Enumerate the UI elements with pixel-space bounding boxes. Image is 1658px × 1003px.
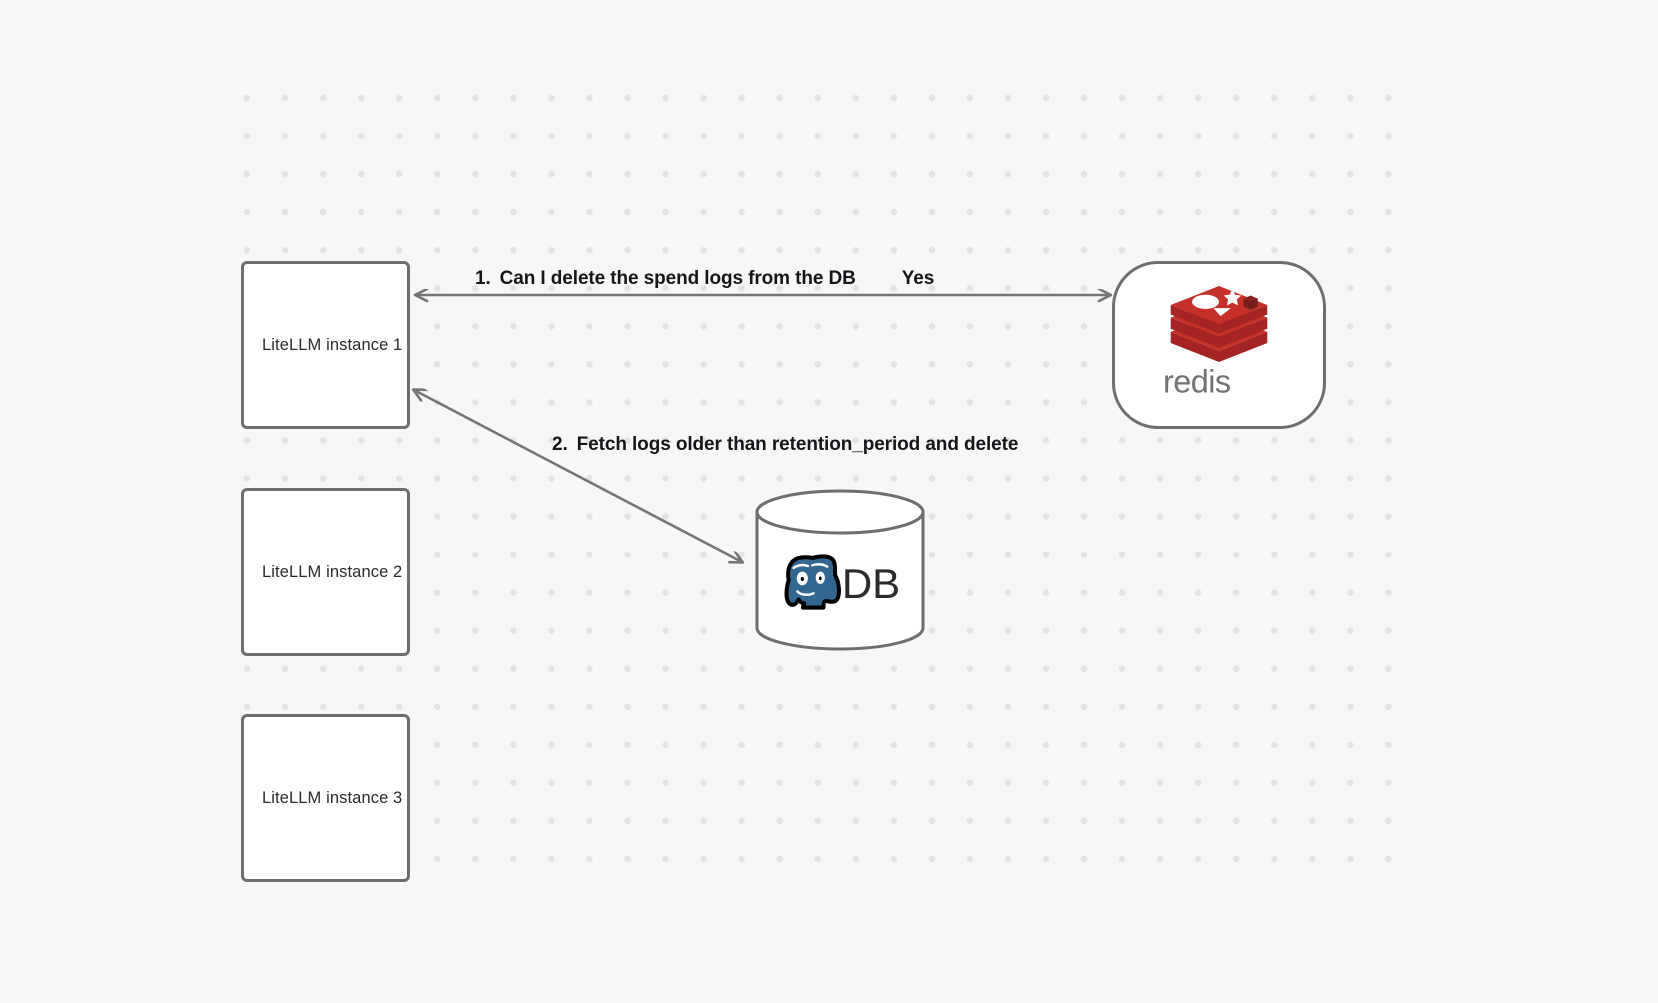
node-database[interactable]: DB xyxy=(754,489,926,651)
db-label: DB xyxy=(841,560,901,607)
edge-label-2-number: 2. xyxy=(552,434,568,455)
edge-label-2-text: Fetch logs older than retention_period a… xyxy=(576,434,1019,455)
postgresql-elephant-icon xyxy=(784,554,841,610)
node-litellm-instance-1-label: LiteLLM instance 1 xyxy=(262,335,403,354)
edge-label-1: 1. Can I delete the spend logs from the D… xyxy=(475,268,934,290)
svg-text:redis: redis xyxy=(1163,364,1231,400)
node-litellm-instance-2-label: LiteLLM instance 2 xyxy=(262,562,403,581)
edge-label-1-number: 1. xyxy=(475,268,491,289)
cylinder-shape-icon xyxy=(755,489,925,651)
edge-label-1-answer: Yes xyxy=(901,268,935,289)
redis-logo: redis xyxy=(1163,286,1275,400)
redis-wordmark: redis xyxy=(1163,364,1231,400)
node-litellm-instance-3-label: LiteLLM instance 3 xyxy=(262,788,403,807)
db-logo-row: DB xyxy=(754,489,926,651)
redis-stack-icon xyxy=(1170,286,1268,362)
edge-label-2: 2. Fetch logs older than retention_period… xyxy=(552,434,1018,456)
edge-litellm1-db xyxy=(414,390,742,562)
node-litellm-instance-3[interactable]: LiteLLM instance 3 xyxy=(241,714,410,882)
node-redis[interactable]: redis xyxy=(1112,261,1326,429)
node-litellm-instance-1[interactable]: LiteLLM instance 1 xyxy=(241,261,410,429)
edge-label-1-text: Can I delete the spend logs from the DB xyxy=(499,268,856,289)
node-litellm-instance-2[interactable]: LiteLLM instance 2 xyxy=(241,488,410,656)
